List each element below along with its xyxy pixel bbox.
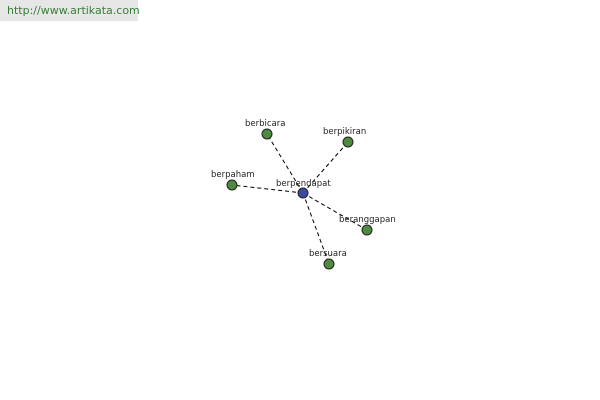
- node-center-dot[interactable]: [297, 187, 309, 199]
- node-bersuara-label: bersuara: [309, 249, 347, 259]
- edge-berpikiran: [302, 141, 349, 194]
- node-beranggapan[interactable]: beranggapan: [339, 215, 396, 236]
- edge-berpaham: [231, 184, 304, 194]
- node-beranggapan-dot[interactable]: [361, 224, 373, 236]
- node-beranggapan-label: beranggapan: [339, 215, 396, 225]
- node-berpikiran-label: berpikiran: [323, 127, 366, 137]
- node-berpaham-label: berpaham: [211, 170, 255, 180]
- node-bersuara-dot[interactable]: [323, 258, 335, 270]
- node-center-label: berpendapat: [276, 179, 331, 189]
- node-center[interactable]: berpendapat: [276, 179, 331, 199]
- node-berpaham-dot[interactable]: [226, 179, 238, 191]
- edge-berbicara: [266, 133, 304, 194]
- node-berbicara[interactable]: berbicara: [245, 119, 285, 140]
- node-bersuara[interactable]: bersuara: [309, 249, 347, 270]
- node-berpikiran[interactable]: berpikiran: [323, 127, 366, 148]
- node-berpikiran-dot[interactable]: [342, 136, 354, 148]
- node-berbicara-label: berbicara: [245, 119, 285, 129]
- node-berbicara-dot[interactable]: [261, 128, 273, 140]
- edge-beranggapan: [302, 192, 368, 231]
- node-berpaham[interactable]: berpaham: [211, 170, 255, 191]
- edge-bersuara: [302, 192, 330, 265]
- source-link[interactable]: http://www.artikata.com: [7, 4, 140, 17]
- source-bar: http://www.artikata.com: [0, 0, 140, 21]
